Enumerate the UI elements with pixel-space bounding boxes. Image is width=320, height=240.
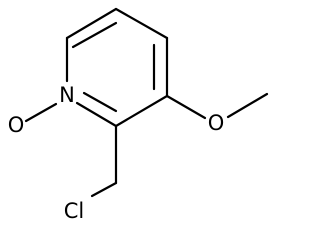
atom-labels: N O O Cl [8, 83, 225, 223]
bond-c3-c2-double [82, 91, 118, 113]
bond-c3-c2 [75, 101, 118, 128]
bond-n-o [24, 102, 58, 123]
bond-n-c6 [65, 7, 118, 40]
bond-c6-c5 [114, 7, 169, 40]
atom-label-oxide-oxygen: O [8, 113, 25, 137]
bond-c4-c3 [114, 94, 169, 128]
bond-c3-o [165, 94, 207, 120]
atom-label-methoxy-oxygen: O [208, 111, 225, 135]
bonds [24, 7, 269, 198]
bond-o-ch3 [226, 92, 269, 119]
chemical-structure: N O O Cl [8, 7, 269, 223]
bond-n-c6-double [71, 21, 118, 49]
bond-ch2-cl [90, 181, 118, 198]
atom-label-nitrogen: N [59, 83, 75, 107]
atom-label-chlorine: Cl [64, 199, 85, 223]
